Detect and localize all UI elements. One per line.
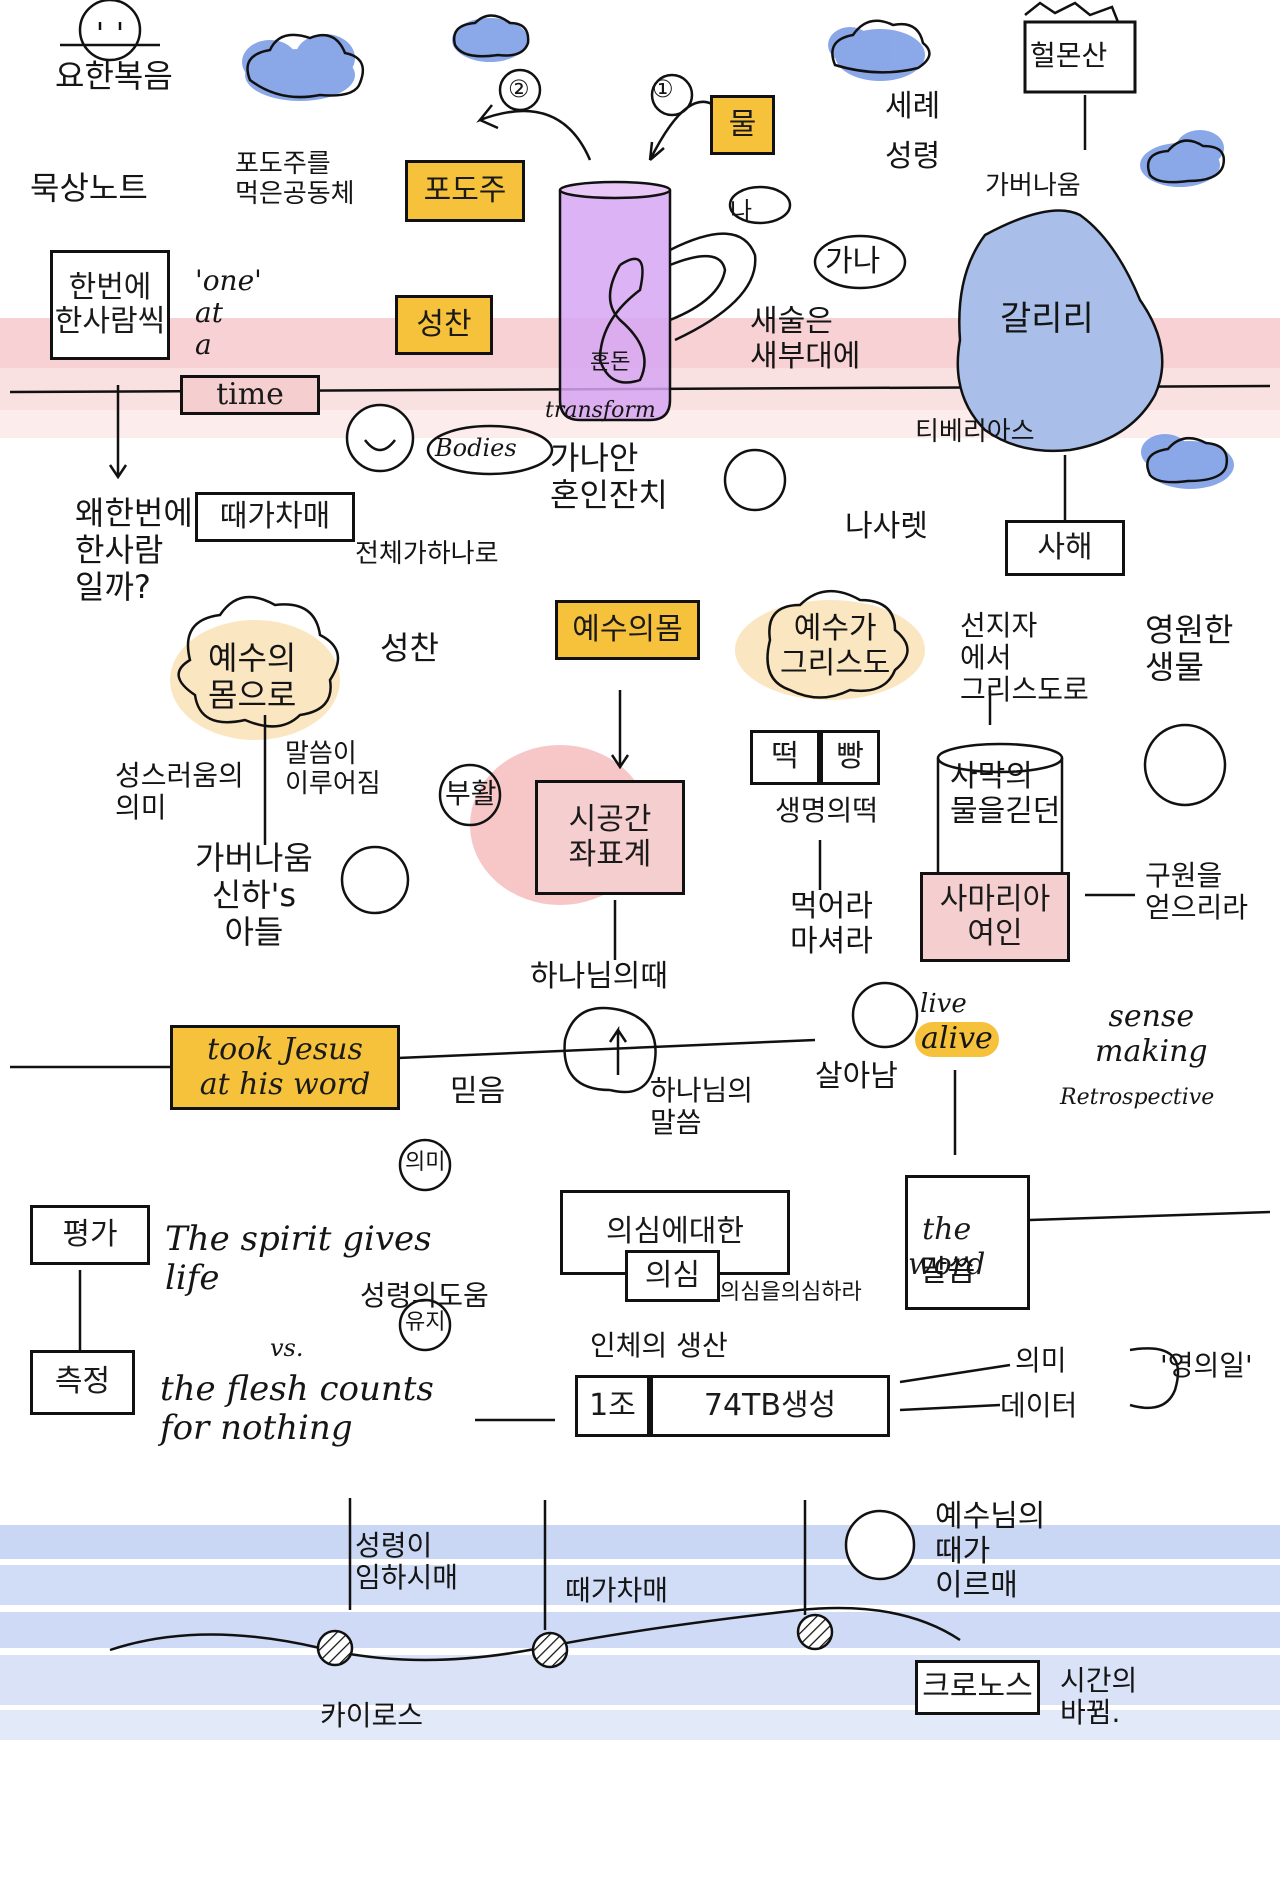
one-trillion-box: 1조 xyxy=(575,1375,650,1437)
holy-supper-2-label: 성찬 xyxy=(380,630,439,667)
samaritan-box: 사마리아 여인 xyxy=(920,872,1070,962)
the-word-box: the word xyxy=(905,1175,1030,1310)
spacetime-box: 시공간 좌표계 xyxy=(535,780,685,895)
measurement-box: 측정 xyxy=(30,1350,135,1415)
capernaum-top-label: 가버나움 xyxy=(985,172,1081,202)
kairos-label: 카이로스 xyxy=(320,1700,423,1732)
whole-one-label: 전체가하나로 xyxy=(355,540,499,570)
word-ko-label: 말씀 xyxy=(920,1255,975,1290)
jar-core-label: 혼돈 xyxy=(590,350,630,375)
capernaum-son-label: 가버나움 신하's 아들 xyxy=(195,840,313,950)
one-at-a-time-box: 한번에 한사람씩 xyxy=(50,250,170,360)
timing-box: 때가차매 xyxy=(195,492,355,542)
bread-box: 빵 xyxy=(820,730,880,785)
living-label: 살아남 xyxy=(815,1060,898,1095)
jesus-time-label: 예수님의 때가 이르매 xyxy=(935,1500,1045,1604)
jesus-christ-label: 예수가 그리스도 xyxy=(780,612,890,681)
gospel-title: 요한복음 xyxy=(55,58,173,95)
holiness-meaning-label: 성스러움의 의미 xyxy=(115,760,244,824)
timeline-lines xyxy=(10,386,1270,1660)
salvation-label: 구원을 얻으리라 xyxy=(1145,860,1248,924)
resurrection-label: 부활 xyxy=(445,778,497,810)
holy-supper-box: 성찬 xyxy=(395,295,493,355)
evaluation-box: 평가 xyxy=(30,1205,150,1265)
galilee-label: 갈리리 xyxy=(1000,300,1094,339)
one-at-a-time-en: 'one' at a xyxy=(195,265,262,362)
new-wine-label: 새술은 새부대에 xyxy=(750,305,860,374)
transform-label: transform xyxy=(545,398,656,423)
baptism-label: 세례 xyxy=(885,90,940,125)
time-box: time xyxy=(180,375,320,415)
maintain-label: 유지 xyxy=(405,1310,445,1335)
time-change-label: 시간의 바뀜. xyxy=(1060,1665,1137,1729)
chronos-box: 크로노스 xyxy=(915,1660,1040,1715)
spirit-help-label: 성령의도움 xyxy=(360,1280,489,1312)
gods-time-label: 하나님의때 xyxy=(530,960,668,995)
prophet-to-christ-label: 선지자 에서 그리스도로 xyxy=(960,610,1089,707)
live-label: live xyxy=(920,990,967,1020)
data-label: 데이터 xyxy=(1000,1390,1077,1422)
vs-label: vs. xyxy=(270,1335,304,1363)
meaning-2-label: 의미 xyxy=(1015,1345,1067,1377)
na-label: 나 xyxy=(730,198,752,226)
num-1-label: ① xyxy=(652,76,674,104)
retrospective-label: Retrospective xyxy=(1060,1085,1214,1110)
faith-label: 믿음 xyxy=(450,1075,505,1110)
seventy-tb-box: 74TB생성 xyxy=(650,1375,890,1437)
doubt-box: 의심 xyxy=(625,1250,720,1302)
jesus-body-cloud-label: 예수의 몸으로 xyxy=(208,640,296,714)
took-jesus-box: took Jesus at his word xyxy=(170,1025,400,1110)
flesh-counts-label: the flesh counts for nothing xyxy=(160,1370,434,1448)
why-one-label: 왜한번에 한사람 일까? xyxy=(75,495,193,605)
desert-water-label: 사막의 물을긷던 xyxy=(950,760,1060,829)
meaning-1-label: 의미 xyxy=(405,1150,445,1175)
alive-label: alive xyxy=(915,1022,999,1057)
meditation-note-label: 묵상노트 xyxy=(30,170,148,207)
timing-bottom-label: 때가차매 xyxy=(565,1575,668,1607)
sense-making-label: sense making xyxy=(1095,1000,1208,1069)
nazareth-label: 나사렛 xyxy=(845,510,928,545)
dead-sea-box: 사해 xyxy=(1005,520,1125,576)
human-gen-label: 인체의 생산 xyxy=(590,1330,728,1362)
eat-drink-label: 먹어라 마셔라 xyxy=(790,890,873,959)
tiberias-label: 티베리아스 xyxy=(915,418,1035,448)
gana-label: 가나 xyxy=(825,245,880,280)
bodies-label: Bodies xyxy=(435,435,517,463)
wine-box: 포도주 xyxy=(405,160,525,222)
spirit-comes-label: 성령이 임하시매 xyxy=(355,1530,458,1594)
water-box: 물 xyxy=(710,95,775,155)
num-2-label: ② xyxy=(508,76,530,104)
word-fulfilled-label: 말씀이 이루어짐 xyxy=(285,740,381,800)
bread-rice-box: 떡 xyxy=(750,730,820,785)
wine-shared-label: 포도주를 먹은공동체 xyxy=(235,150,355,210)
eternal-water-label: 영원한 생물 xyxy=(1145,612,1233,686)
cana-wedding-label: 가나안 혼인잔치 xyxy=(550,440,668,514)
bread-of-life-label: 생명의떡 xyxy=(775,795,878,827)
gods-word-label: 하나님의 말씀 xyxy=(650,1075,753,1139)
jesus-body-box: 예수의몸 xyxy=(555,600,700,660)
doubt-doubt-label: 의심을의심하라 xyxy=(720,1280,862,1305)
hermon-label: 헐몬산 xyxy=(1030,40,1107,72)
spirit-meaning-label: '영의일' xyxy=(1160,1350,1253,1382)
holy-spirit-label: 성령 xyxy=(885,140,940,175)
